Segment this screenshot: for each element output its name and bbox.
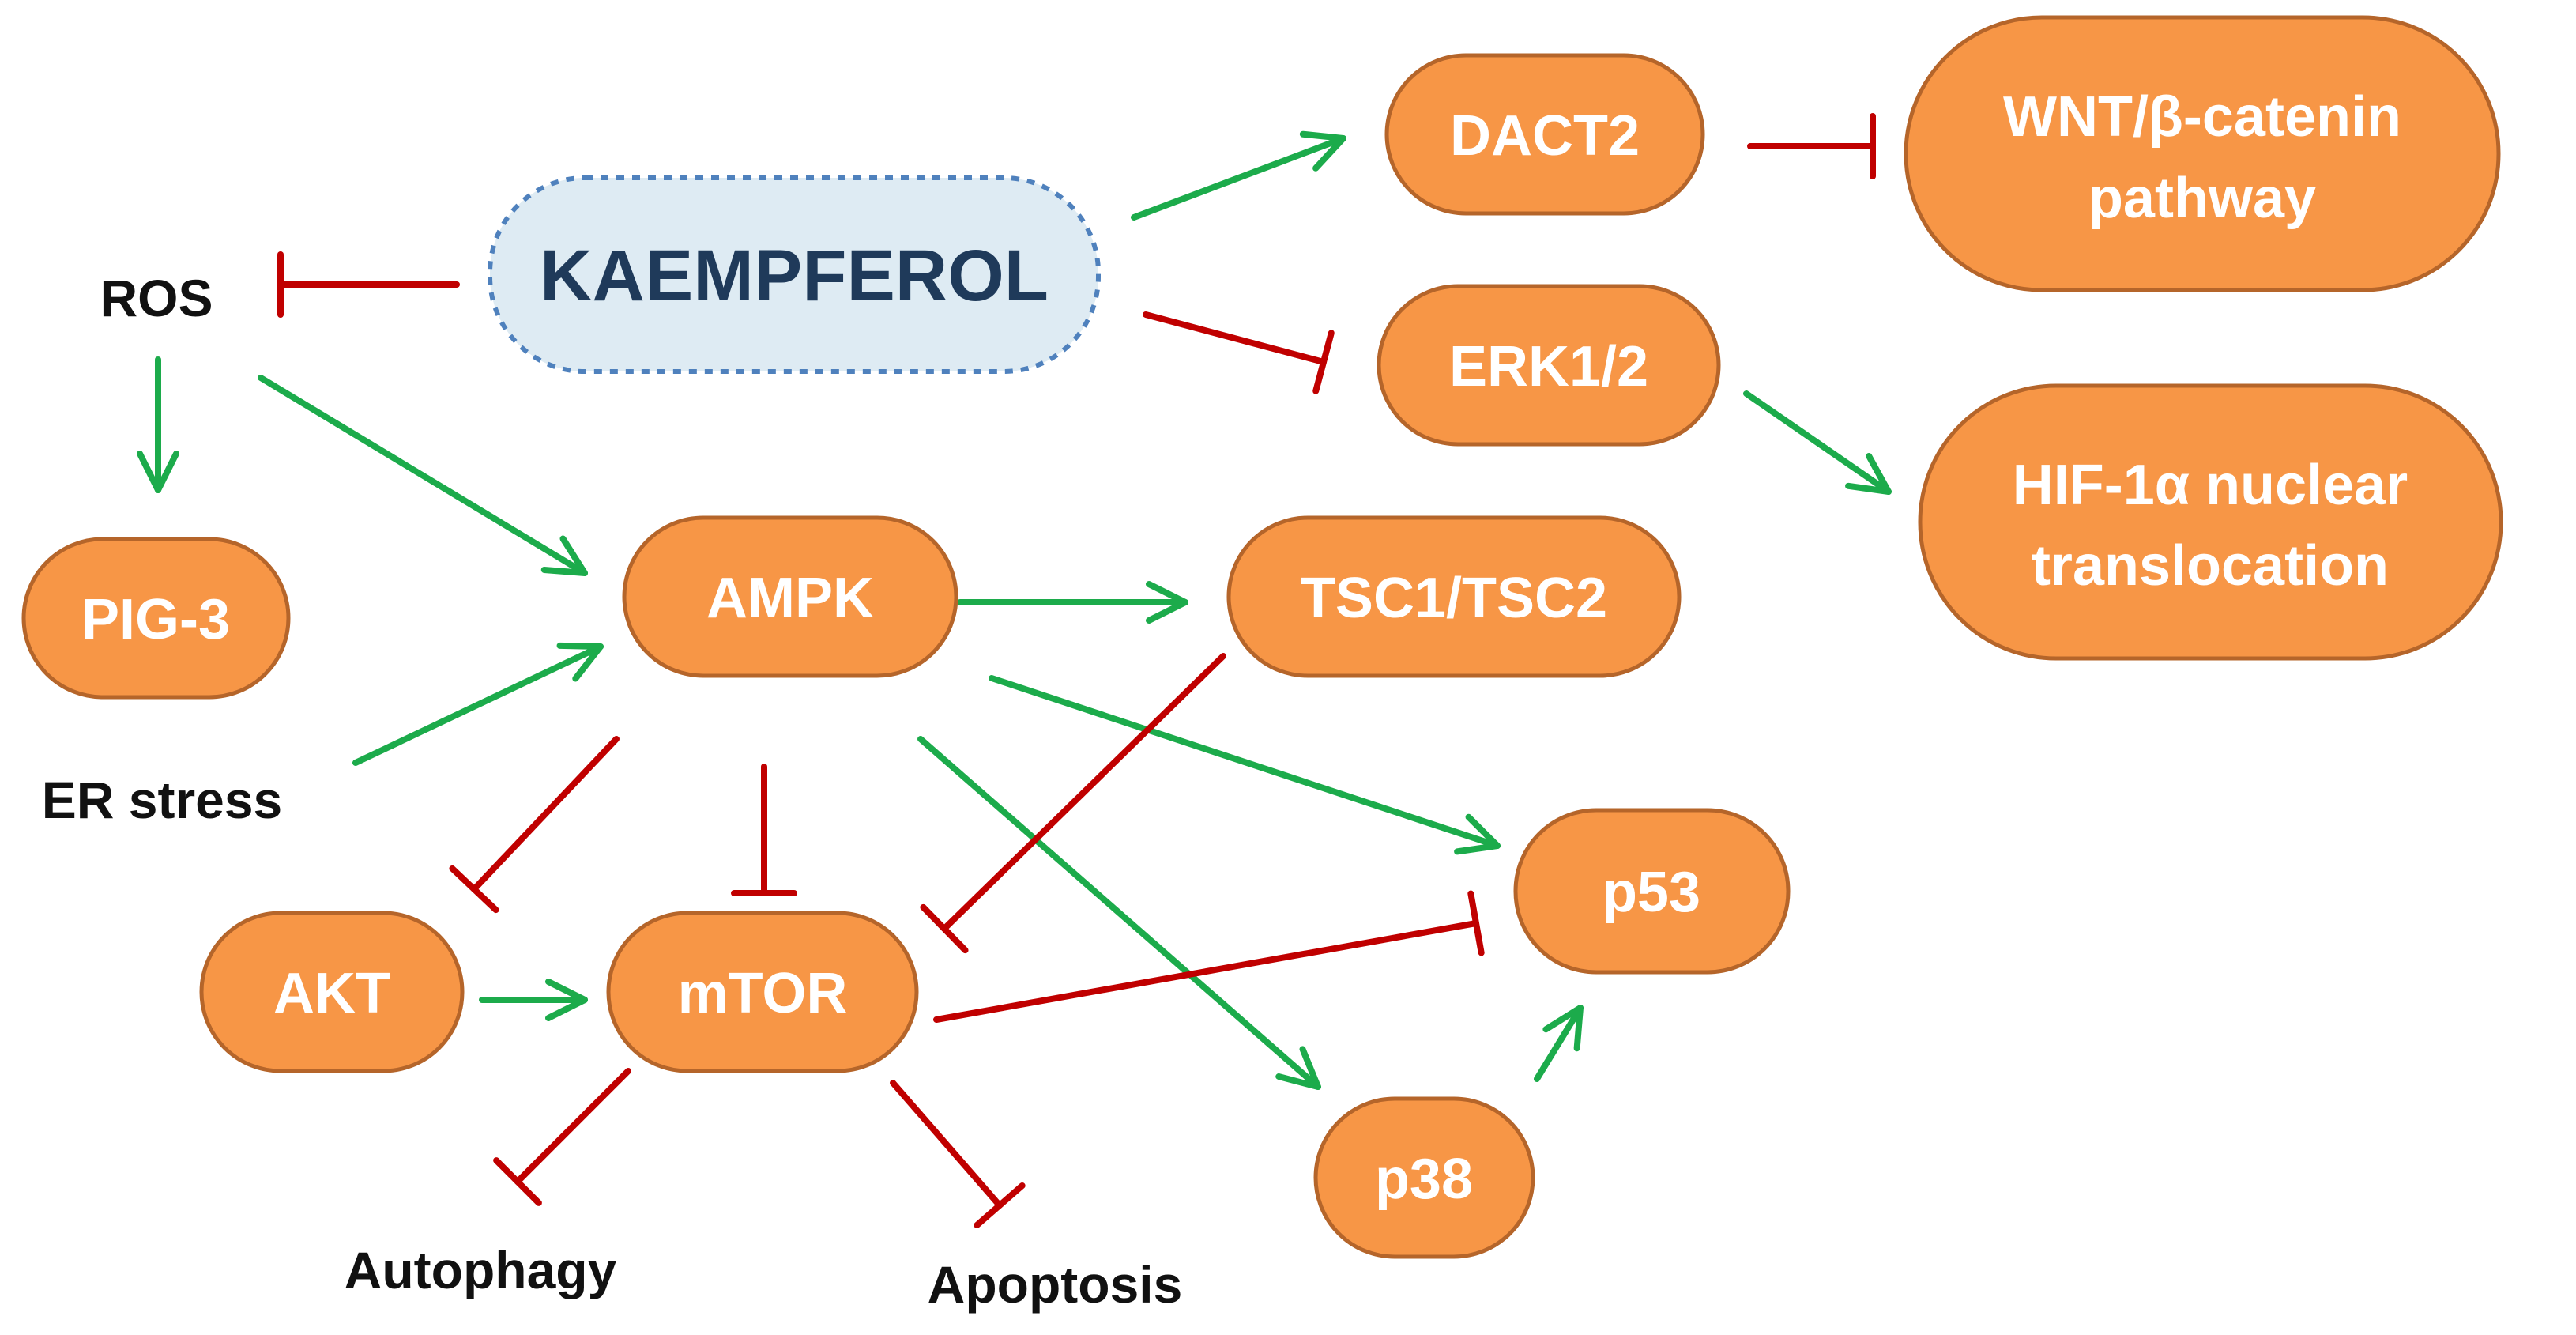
p53-node: p53 (1513, 808, 1791, 975)
mtor-node: mTOR (606, 911, 919, 1073)
dact2-node: DACT2 (1384, 53, 1705, 216)
inhibition-bar-13 (920, 903, 969, 954)
wnt-label-line1: WNT/β-catenin (2003, 85, 2401, 149)
kaempferol-node: KAEMPFEROL (488, 175, 1101, 374)
arrowhead-7 (556, 642, 604, 682)
pig3-node: PIG-3 (21, 537, 291, 700)
arrowhead-5 (137, 451, 179, 493)
inhibition-bar-3 (1312, 330, 1335, 394)
inhibition-edge-11 (471, 736, 620, 892)
arrowhead-0 (1299, 130, 1346, 172)
activation-arrow-6 (258, 375, 588, 576)
inhibition-bar-17 (493, 1157, 542, 1206)
p38-node: p38 (1313, 1096, 1535, 1259)
kaempferol-label: KAEMPFEROL (540, 236, 1049, 316)
dact2-label: DACT2 (1450, 104, 1640, 168)
inhibition-bar-15 (1467, 890, 1485, 956)
inhibition-edge-3 (1143, 311, 1327, 365)
ros-label: ROS (100, 269, 213, 327)
inhibition-edge-18 (890, 1080, 1003, 1209)
arrowhead-14 (545, 979, 588, 1021)
activation-arrow-10 (917, 736, 1321, 1090)
wnt-node: WNT/β-catenin pathway (1904, 15, 2501, 292)
hif-node: HIF-1α nuclear translocation (1918, 383, 2503, 661)
activation-arrow-4 (1743, 390, 1892, 495)
hif-label-line2: translocation (2032, 534, 2389, 598)
arrowhead-4 (1845, 452, 1892, 495)
arrowhead-9 (1454, 813, 1501, 855)
inhibition-edge-15 (933, 920, 1479, 1023)
inhibition-edge-13 (941, 653, 1226, 932)
tsc-node: TSC1/TSC2 (1226, 515, 1682, 678)
akt-label: AKT (273, 962, 390, 1025)
tsc-label: TSC1/TSC2 (1301, 567, 1607, 630)
inhibition-bar-18 (974, 1182, 1026, 1228)
autophagy-label: Autophagy (345, 1241, 617, 1299)
edges-layer (137, 113, 1892, 1228)
er-stress-label: ER stress (42, 771, 283, 829)
erk-label: ERK1/2 (1449, 335, 1648, 398)
activation-arrow-9 (989, 675, 1501, 849)
p38-label: p38 (1375, 1148, 1473, 1211)
erk-node: ERK1/2 (1377, 284, 1721, 447)
ampk-label: AMPK (706, 567, 874, 630)
ampk-node: AMPK (622, 515, 958, 678)
activation-arrow-16 (1534, 1005, 1584, 1082)
arrowhead-8 (1146, 581, 1188, 624)
wnt-label-line2: pathway (2088, 167, 2316, 230)
activation-arrow-7 (352, 643, 604, 766)
pig3-label: PIG-3 (81, 588, 230, 651)
akt-node: AKT (199, 911, 465, 1073)
mtor-label: mTOR (678, 962, 848, 1025)
inhibition-bar-11 (449, 865, 499, 914)
arrowhead-10 (1275, 1046, 1321, 1090)
arrowhead-6 (540, 535, 588, 576)
hif-label-line1: HIF-1α nuclear (2013, 454, 2408, 517)
inhibition-edge-17 (514, 1068, 631, 1185)
p53-label: p53 (1602, 861, 1700, 924)
apoptosis-label: Apoptosis (928, 1255, 1183, 1314)
activation-arrow-0 (1131, 135, 1346, 221)
arrowhead-16 (1542, 1005, 1584, 1052)
